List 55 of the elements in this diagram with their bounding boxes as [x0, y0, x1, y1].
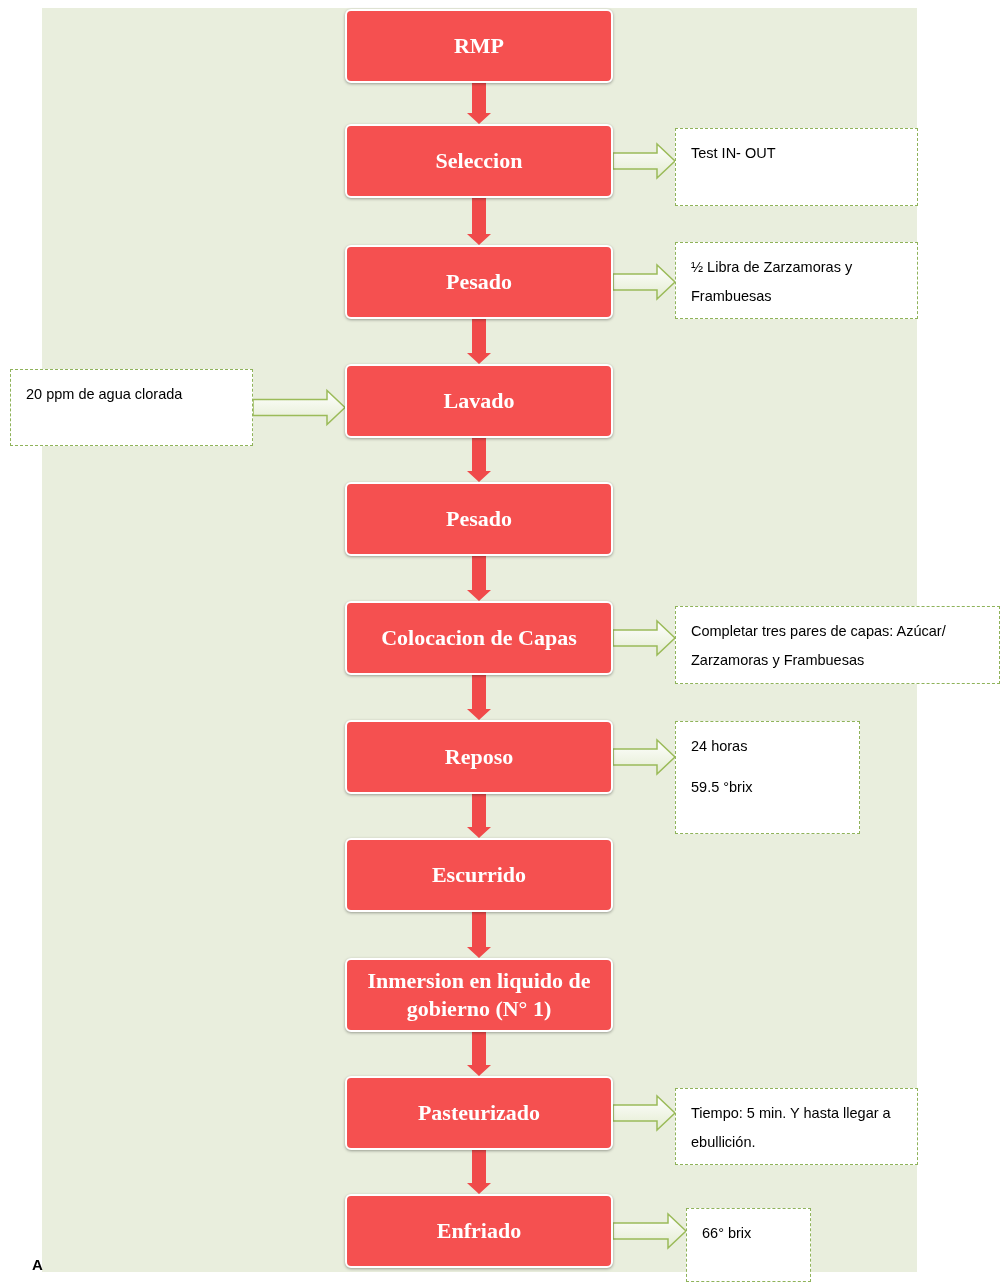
step-label: Pesado [446, 268, 512, 296]
note-text: Completar tres pares de capas: Azúcar/ Zarzamoras y Frambuesas [691, 622, 947, 670]
block-arrow [467, 1150, 491, 1194]
step-label: RMP [453, 32, 505, 60]
block-arrow [467, 83, 491, 124]
block-arrow [612, 1094, 677, 1132]
step-label: Inmersion en liquido de gobierno (N° 1) [366, 967, 592, 1023]
note-box [686, 1208, 811, 1282]
process-box [345, 364, 613, 438]
note-box [10, 369, 253, 446]
stray-letter: A [32, 1255, 43, 1275]
note-text: 20 ppm de agua clorada [26, 385, 184, 404]
step-label: Enfriado [436, 1217, 522, 1245]
block-arrow [467, 556, 491, 601]
process-box [345, 958, 613, 1032]
block-arrow [467, 675, 491, 720]
block-arrow [612, 1212, 688, 1250]
block-arrow [612, 263, 677, 301]
process-box [345, 245, 613, 319]
step-label: Reposo [444, 743, 514, 771]
process-box [345, 1194, 613, 1268]
note-text: 24 horas [691, 737, 749, 756]
process-box [345, 124, 613, 198]
step-label: Escurrido [431, 861, 527, 889]
note-text: Tiempo: 5 min. Y hasta llegar a ebullición. [691, 1104, 892, 1152]
block-arrow [612, 142, 677, 180]
note-box [675, 721, 860, 834]
step-label: Pesado [446, 505, 512, 533]
process-box [345, 720, 613, 794]
block-arrow [252, 388, 347, 427]
step-label: Seleccion [435, 147, 523, 175]
block-arrow [467, 319, 491, 364]
note-box [675, 1088, 918, 1165]
process-box [345, 1076, 613, 1150]
process-box [345, 9, 613, 83]
step-label: Lavado [443, 387, 515, 415]
note-box [675, 242, 918, 319]
note-text: 66° brix [702, 1224, 753, 1243]
block-arrow [467, 438, 491, 482]
block-arrow [612, 619, 677, 657]
note-box [675, 606, 1000, 684]
process-box [345, 838, 613, 912]
note-text: 59.5 °brix [691, 778, 754, 797]
note-text: ½ Libra de Zarzamoras y Frambuesas [691, 258, 854, 306]
step-label: Pasteurizado [417, 1099, 541, 1127]
block-arrow [467, 912, 491, 958]
process-box [345, 482, 613, 556]
block-arrow [467, 198, 491, 245]
process-box [345, 601, 613, 675]
block-arrow [467, 1032, 491, 1076]
note-text: Test IN- OUT [691, 144, 777, 163]
note-box [675, 128, 918, 206]
block-arrow [467, 794, 491, 838]
step-label: Colocacion de Capas [381, 624, 577, 652]
block-arrow [612, 738, 677, 776]
